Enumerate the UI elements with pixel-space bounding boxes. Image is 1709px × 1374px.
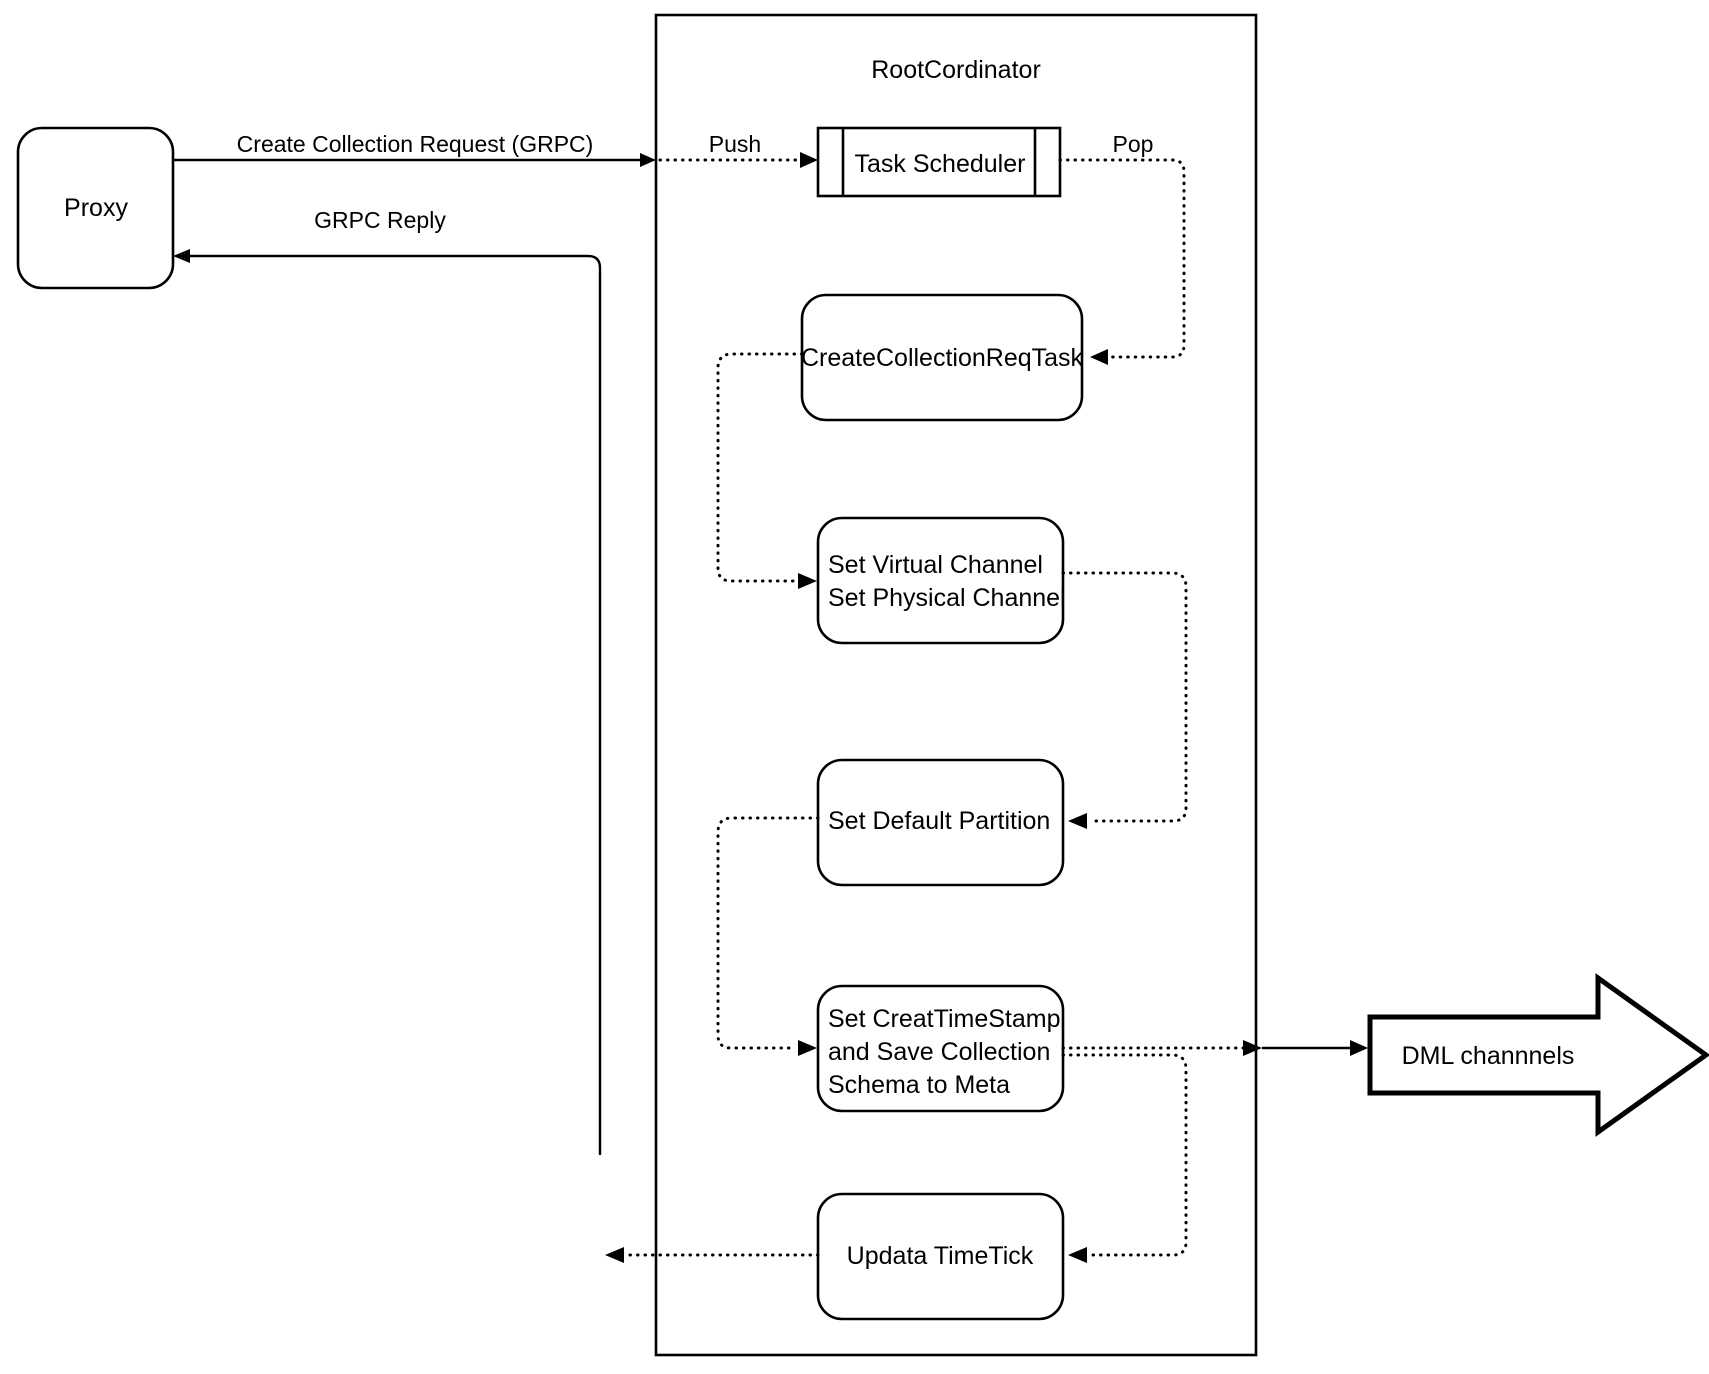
edge-pop-arrowhead	[1090, 349, 1108, 365]
node-set-default-partition-label: Set Default Partition	[828, 807, 1050, 835]
node-set-default-partition[interactable]	[816, 758, 1065, 887]
edge-create-collection-request-label: Create Collection Request (GRPC)	[237, 131, 594, 157]
edge-pop-line[interactable]	[1058, 158, 1186, 359]
node-set-channel[interactable]	[816, 516, 1065, 645]
edge-timestamp-to-timetick-arrowhead	[1068, 1247, 1087, 1263]
edge-timestamp-to-dml-arrowhead-2	[1350, 1040, 1368, 1056]
edge-partition-to-timestamp-arrowhead	[798, 1040, 817, 1056]
edge-task-to-channel-line[interactable]	[716, 352, 804, 583]
node-set-creat-timestamp-label-line3: Schema to Meta	[828, 1071, 1010, 1099]
node-set-channel-label-line2: Set Physical Channel	[828, 584, 1066, 612]
node-dml-channnels-label: DML channnels	[1402, 1042, 1575, 1070]
node-proxy[interactable]	[16, 126, 175, 290]
node-dml-channnels[interactable]	[1367, 973, 1709, 1137]
container-rootcordinator-label: RootCordinator	[871, 56, 1041, 84]
node-proxy-label: Proxy	[64, 194, 128, 222]
edge-timestamp-to-dml-arrowhead-1	[1243, 1040, 1262, 1056]
node-set-creat-timestamp-label-line2: and Save Collection	[828, 1038, 1050, 1066]
edge-grpc-reply-arrowhead	[173, 249, 190, 263]
container-rootcordinator[interactable]	[654, 13, 1258, 1357]
node-task-scheduler-label: Task Scheduler	[855, 150, 1026, 178]
node-task-scheduler[interactable]	[816, 126, 1062, 198]
node-updata-timetick-label: Updata TimeTick	[847, 1242, 1034, 1270]
node-create-collection-req-task[interactable]	[800, 293, 1084, 422]
edge-channel-to-partition-arrowhead	[1068, 813, 1087, 829]
edge-grpc-reply-label: GRPC Reply	[314, 207, 446, 233]
node-create-collection-req-task-label: CreateCollectionReqTask	[801, 344, 1084, 372]
edge-timestamp-to-timetick-line[interactable]	[1061, 1053, 1188, 1257]
edge-push-arrowhead	[800, 152, 818, 168]
edge-channel-to-partition-line[interactable]	[1061, 571, 1188, 823]
edge-partition-to-timestamp-line[interactable]	[716, 816, 820, 1050]
edge-create-collection-request-arrowhead	[640, 153, 656, 167]
edge-grpc-reply-line[interactable]	[185, 254, 602, 1155]
edge-timetick-to-reply-arrowhead	[605, 1247, 624, 1263]
edge-pop-label: Pop	[1113, 131, 1154, 157]
edge-push-label: Push	[709, 131, 761, 157]
node-set-creat-timestamp-label-line1: Set CreatTimeStamp	[828, 1005, 1060, 1033]
node-set-channel-label-line1: Set Virtual Channel	[828, 551, 1043, 579]
edge-task-to-channel-arrowhead	[798, 573, 817, 589]
